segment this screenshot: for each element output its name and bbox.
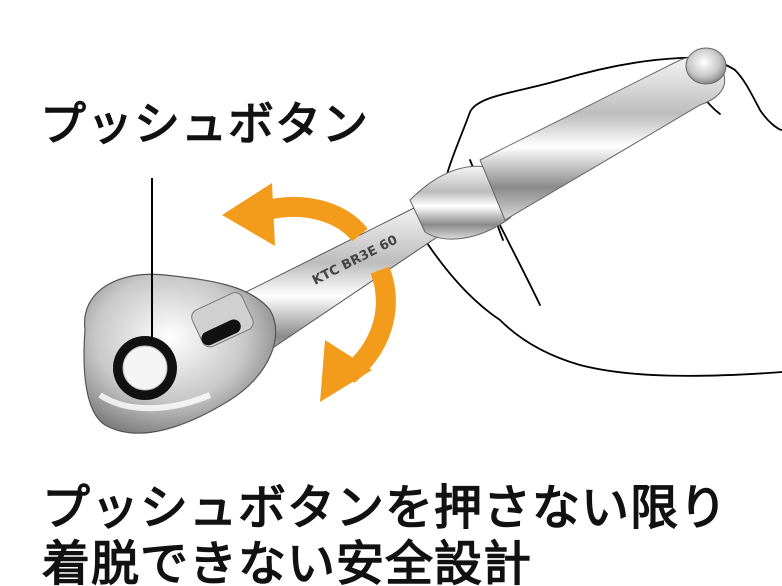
ratchet-head — [83, 273, 277, 434]
caption-line-2: 着脱できない安全設計 — [42, 536, 533, 586]
push-button-label: プッシュボタン — [40, 97, 369, 151]
switch-lever — [191, 292, 254, 348]
rotation-arrow-icon — [222, 183, 396, 402]
caption-line-1: プッシュボタンを押さない限り — [42, 480, 729, 536]
